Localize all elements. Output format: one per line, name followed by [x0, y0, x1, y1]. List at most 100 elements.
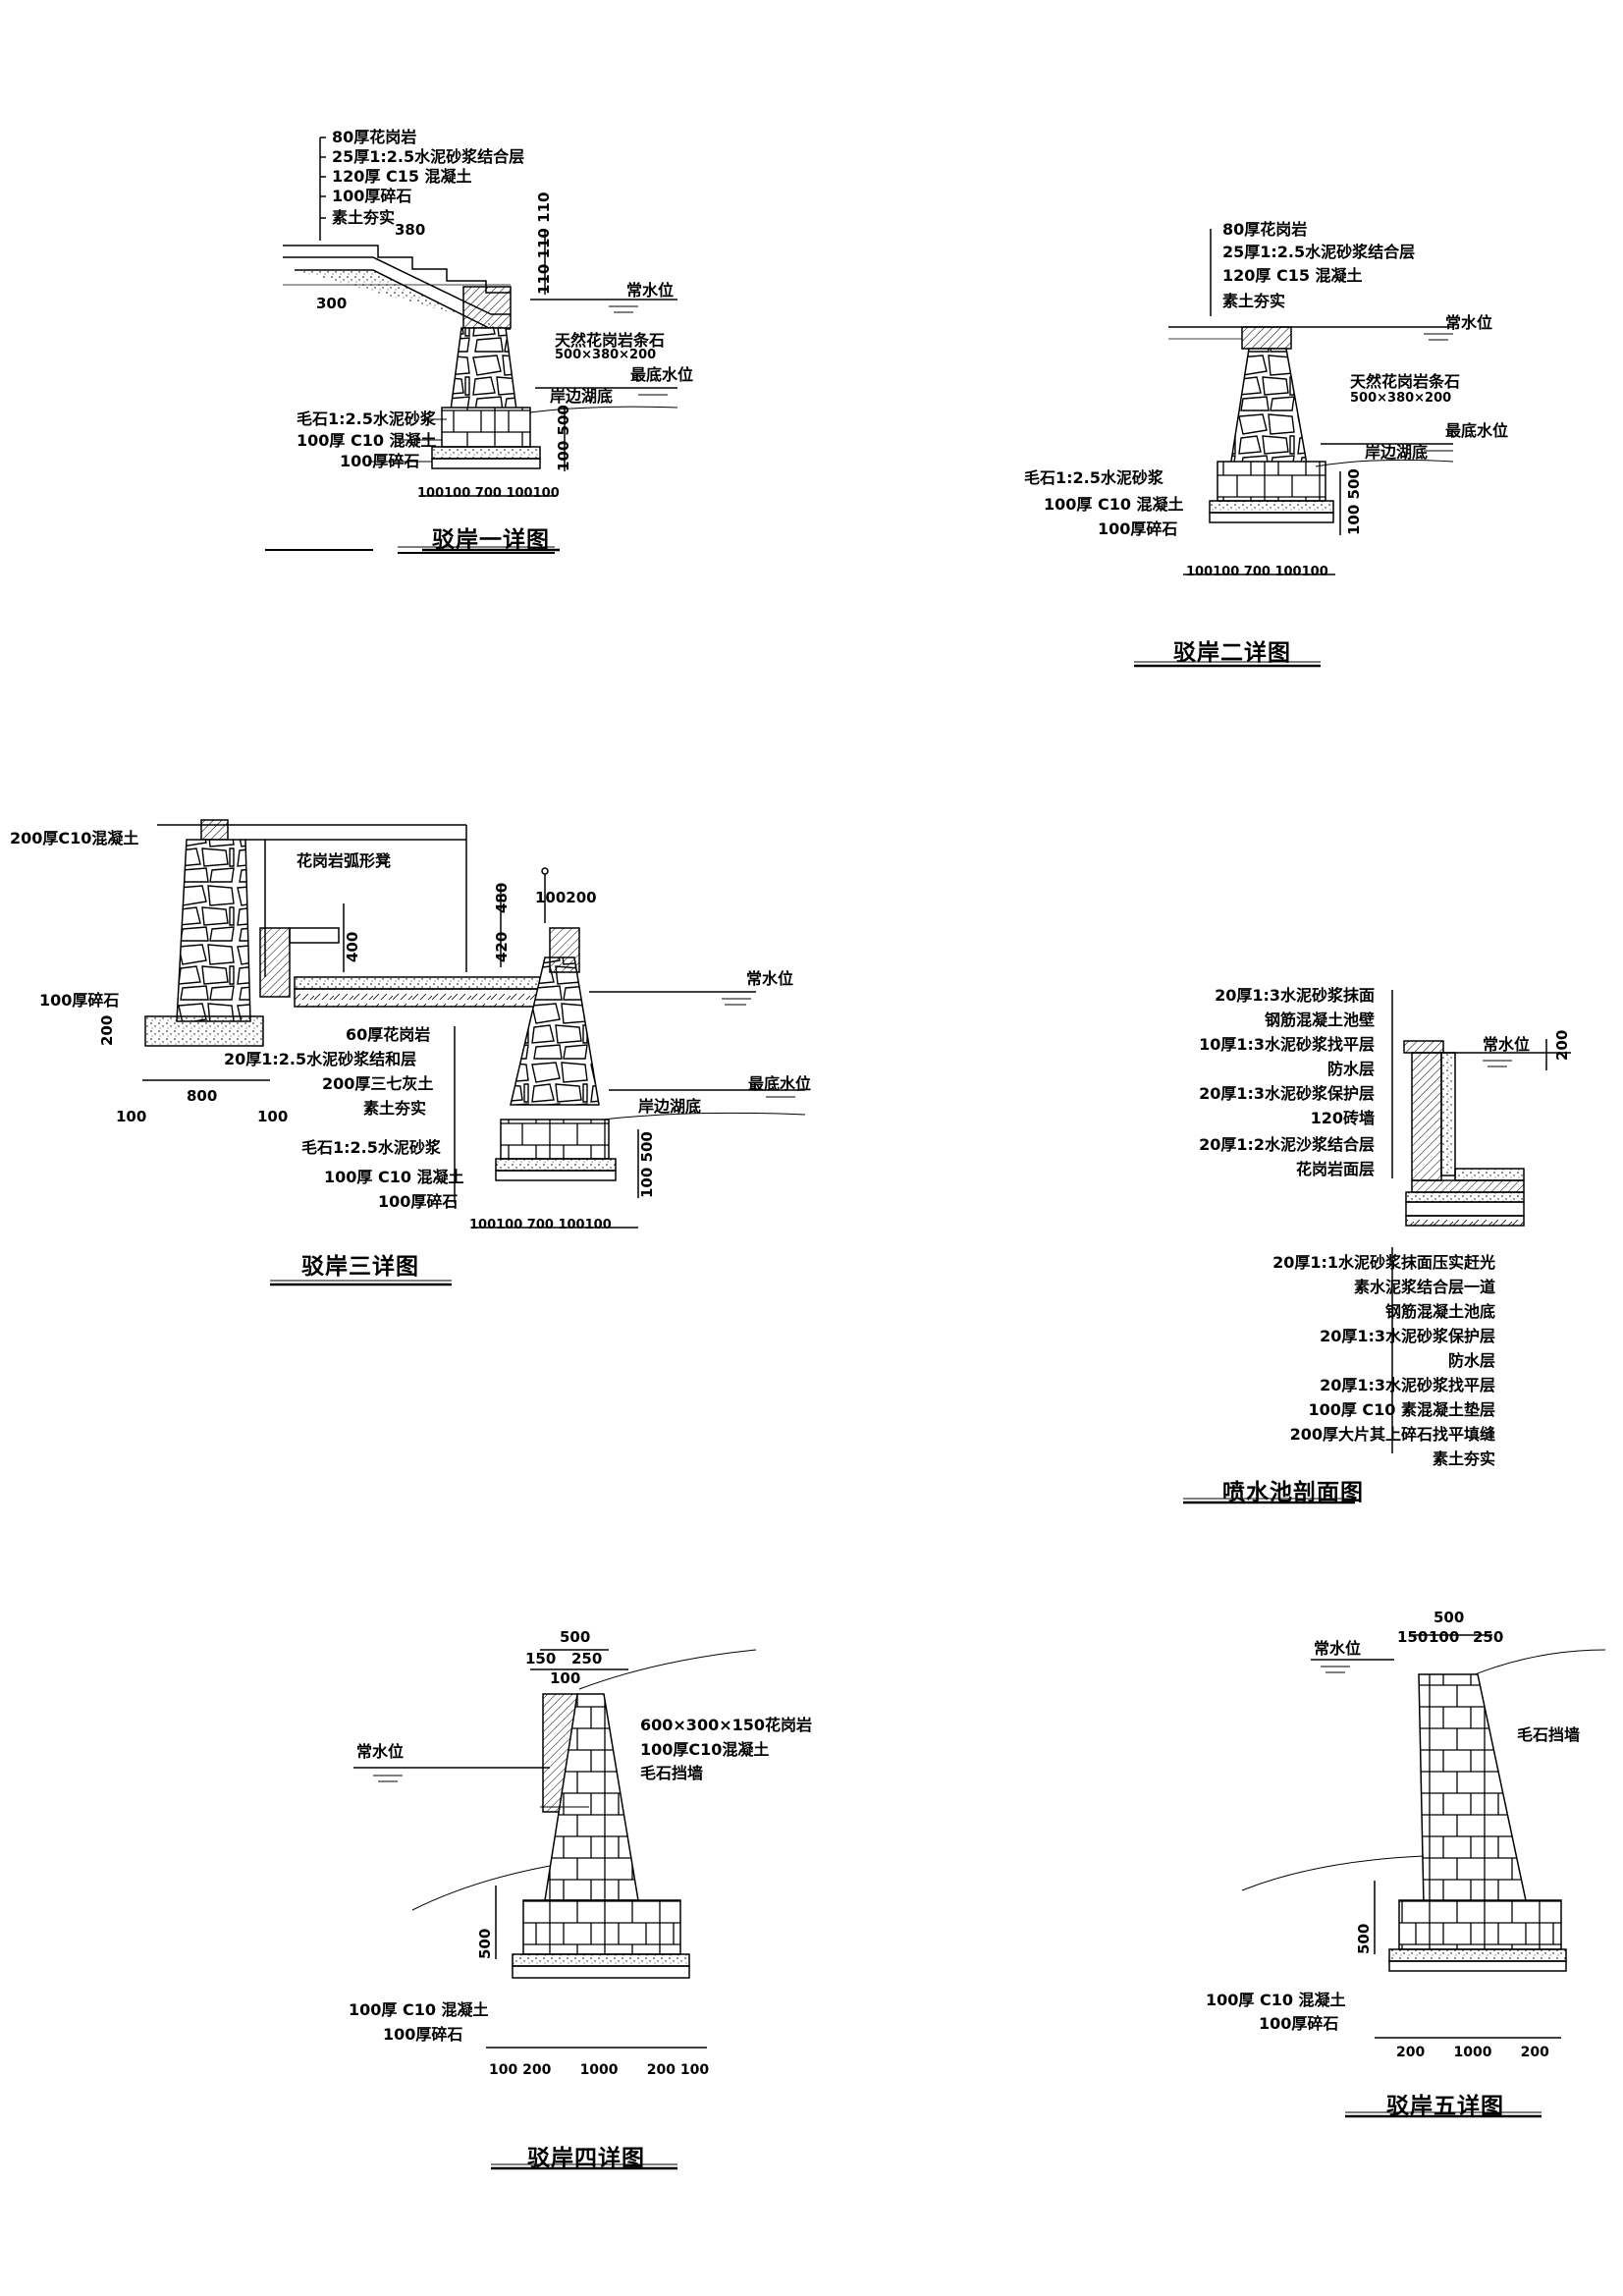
- f-floor-1: 20厚1:1水泥砂浆抹面压实赶光: [1272, 1253, 1495, 1272]
- d4-dim-150: 150: [525, 1650, 557, 1667]
- d2-stone: 天然花岗岩条石: [1350, 372, 1461, 391]
- d5-base-1: 100厚 C10 混凝土: [1206, 1991, 1346, 2009]
- detail3-drawing: [142, 819, 806, 1286]
- d2-base-3: 100厚碎石: [1098, 519, 1178, 538]
- d1-layer-5: 素土夯实: [332, 208, 396, 227]
- d4-dims-bottom: 100 200 1000 200 100: [489, 2062, 710, 2078]
- d5-dim-500v: 500: [1355, 1923, 1373, 1954]
- d3-title: 驳岸三详图: [301, 1254, 419, 1280]
- d1-stone: 天然花岗岩条石: [555, 331, 666, 350]
- f-wall-3: 10厚1:3水泥砂浆找平层: [1199, 1035, 1375, 1054]
- d2-lakebed: 岸边湖底: [1365, 443, 1429, 462]
- d4-dim-100: 100: [550, 1669, 581, 1687]
- f-dim: 200: [1553, 1029, 1571, 1061]
- d2-lowest-water: 最底水位: [1445, 421, 1509, 440]
- d3-dim-200: 200: [98, 1014, 116, 1046]
- detail2-drawing: [1134, 229, 1454, 668]
- d3-normal-water: 常水位: [746, 969, 794, 988]
- detail5-drawing: [1241, 1634, 1606, 2118]
- d1-dim-step: 380: [395, 221, 426, 239]
- d3-base-1: 毛石1:2.5水泥砂浆: [301, 1138, 441, 1157]
- f-normal-water: 常水位: [1483, 1035, 1531, 1054]
- d3-dims-bottom: 100100 700 100100: [469, 1218, 612, 1232]
- d1-normal-water: 常水位: [626, 281, 675, 300]
- f-wall-8: 花岗岩面层: [1295, 1160, 1375, 1178]
- d1-base-2: 100厚 C10 混凝土: [297, 431, 437, 450]
- d1-dims-v-top: 110 110 110: [535, 191, 553, 295]
- d5-title: 驳岸五详图: [1386, 2094, 1504, 2119]
- d5-normal-water: 常水位: [1314, 1639, 1362, 1658]
- f-floor-8: 200厚大片其上碎石找平填缝: [1289, 1425, 1495, 1444]
- d1-dims-v-bot: 100 500: [555, 405, 572, 471]
- d3-dim-400: 400: [344, 931, 361, 962]
- d4-layer-2: 100厚C10混凝土: [640, 1740, 770, 1759]
- f-floor-5: 防水层: [1447, 1351, 1495, 1370]
- f-floor-9: 素土夯实: [1432, 1449, 1495, 1468]
- d4-dim-250: 250: [571, 1650, 603, 1667]
- f-wall-1: 20厚1:3水泥砂浆抹面: [1215, 986, 1375, 1005]
- d3-top-label: 200厚C10混凝土: [10, 829, 139, 847]
- detail4-drawing: [353, 1649, 757, 2170]
- d4-normal-water: 常水位: [356, 1742, 405, 1761]
- d1-dim-top: 300: [316, 295, 348, 312]
- d1-base-3: 100厚碎石: [340, 452, 420, 470]
- d4-dim-500: 500: [560, 1628, 591, 1646]
- d3-dim-800: 800: [187, 1087, 218, 1105]
- d1-lowest-water: 最底水位: [630, 365, 694, 384]
- d4-base-2: 100厚碎石: [383, 2025, 463, 2044]
- d3-dim-100b: 100: [257, 1108, 289, 1125]
- d4-layer-3: 毛石挡墙: [640, 1764, 704, 1782]
- d5-dim-100: 100: [1429, 1628, 1460, 1646]
- f-floor-3: 钢筋混凝土池底: [1384, 1302, 1495, 1321]
- f-floor-4: 20厚1:3水泥砂浆保护层: [1320, 1327, 1495, 1345]
- d5-dims-bottom: 200 1000 200: [1396, 2045, 1549, 2060]
- f-floor-2: 素水泥浆结合层一道: [1353, 1278, 1495, 1296]
- d3-lowest-water: 最底水位: [748, 1074, 812, 1093]
- d1-layer-3: 120厚 C15 混凝土: [332, 167, 472, 186]
- f-title: 喷水池剖面图: [1222, 1480, 1364, 1505]
- d2-base-1: 毛石1:2.5水泥砂浆: [1024, 468, 1163, 487]
- d2-normal-water: 常水位: [1445, 313, 1493, 332]
- d1-base-1: 毛石1:2.5水泥砂浆: [297, 410, 436, 428]
- d1-dims-bottom: 100100 700 100100: [417, 486, 560, 501]
- f-wall-6: 120砖墙: [1310, 1109, 1375, 1127]
- d2-stone-size: 500×380×200: [1350, 391, 1452, 406]
- d3-layer-3: 200厚三七灰土: [322, 1074, 434, 1093]
- d3-dim-100a: 100: [116, 1108, 147, 1125]
- d2-layer-3: 120厚 C15 混凝土: [1222, 266, 1363, 285]
- d4-title: 驳岸四详图: [527, 2146, 645, 2171]
- d3-dim-420: 420: [493, 931, 511, 962]
- d2-dims-bottom: 100100 700 100100: [1186, 565, 1328, 579]
- fountain-drawing: [1183, 990, 1571, 1504]
- d4-dim-500v: 500: [476, 1928, 494, 1959]
- d3-bench: 花岗岩弧形凳: [297, 851, 392, 870]
- d3-dims-v: 100 500: [638, 1131, 656, 1198]
- f-wall-5: 20厚1:3水泥砂浆保护层: [1199, 1084, 1375, 1103]
- d4-base-1: 100厚 C10 混凝土: [349, 2000, 489, 2019]
- d2-base-2: 100厚 C10 混凝土: [1044, 495, 1184, 514]
- d5-dim-250: 250: [1473, 1628, 1504, 1646]
- d2-layer-4: 素土夯实: [1222, 292, 1286, 310]
- d3-gravel: 100厚碎石: [39, 991, 120, 1010]
- d1-layer-4: 100厚碎石: [332, 187, 412, 205]
- d3-layer-4: 素土夯实: [363, 1099, 427, 1118]
- d5-label: 毛石挡墙: [1517, 1725, 1581, 1744]
- d3-layer-1: 60厚花岗岩: [346, 1025, 431, 1044]
- d2-dims-v: 100 500: [1345, 468, 1363, 535]
- d1-title: 驳岸一详图: [432, 527, 550, 553]
- d3-dim-top: 100200: [535, 889, 597, 906]
- d4-layer-1: 600×300×150花岗岩: [640, 1716, 813, 1734]
- f-wall-4: 防水层: [1326, 1060, 1375, 1078]
- detail1-drawing: [265, 137, 678, 554]
- d3-layer-2: 20厚1:2.5水泥砂浆结和层: [224, 1050, 417, 1068]
- f-wall-7: 20厚1:2水泥沙浆结合层: [1199, 1135, 1375, 1154]
- f-wall-2: 钢筋混凝土池壁: [1264, 1011, 1375, 1029]
- d2-layer-2: 25厚1:2.5水泥砂浆结合层: [1222, 243, 1416, 261]
- d5-dim-500: 500: [1434, 1609, 1465, 1626]
- d5-dim-150: 150: [1397, 1628, 1429, 1646]
- d3-lakebed: 岸边湖底: [638, 1097, 702, 1116]
- f-floor-7: 100厚 C10 素混凝土垫层: [1308, 1400, 1495, 1419]
- d2-title: 驳岸二详图: [1173, 640, 1291, 666]
- d3-base-2: 100厚 C10 混凝土: [324, 1168, 464, 1186]
